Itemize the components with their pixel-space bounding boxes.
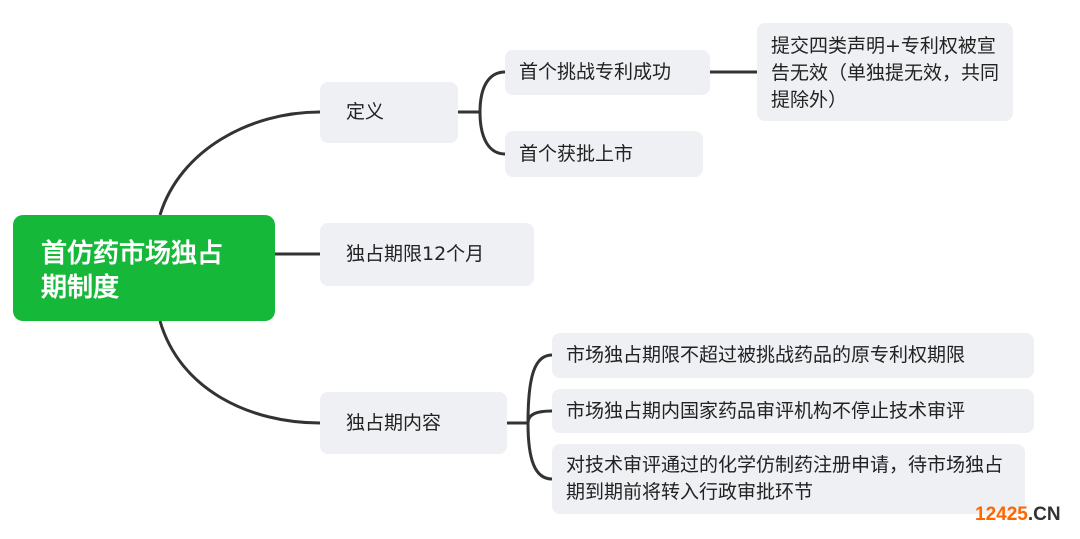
watermark: 12425.CN: [975, 504, 1061, 526]
node-first-challenge[interactable]: 首个挑战专利成功: [505, 50, 710, 95]
node-content[interactable]: 独占期内容: [320, 392, 507, 454]
node-challenge-detail[interactable]: 提交四类声明+专利权被宣告无效（单独提无效，共同提除外）: [757, 23, 1013, 121]
watermark-suffix: .CN: [1027, 504, 1061, 525]
node-period[interactable]: 独占期限12个月: [320, 223, 534, 286]
node-content-2[interactable]: 市场独占期内国家药品审评机构不停止技术审评: [552, 389, 1034, 433]
node-first-approval[interactable]: 首个获批上市: [505, 131, 703, 177]
node-content-3[interactable]: 对技术审评通过的化学仿制药注册申请，待市场独占期到期前将转入行政审批环节: [552, 444, 1025, 514]
root-node[interactable]: 首仿药市场独占期制度: [13, 215, 275, 321]
watermark-number: 12425: [975, 504, 1028, 525]
node-content-1[interactable]: 市场独占期限不超过被挑战药品的原专利权期限: [552, 333, 1034, 378]
node-definition[interactable]: 定义: [320, 82, 458, 143]
